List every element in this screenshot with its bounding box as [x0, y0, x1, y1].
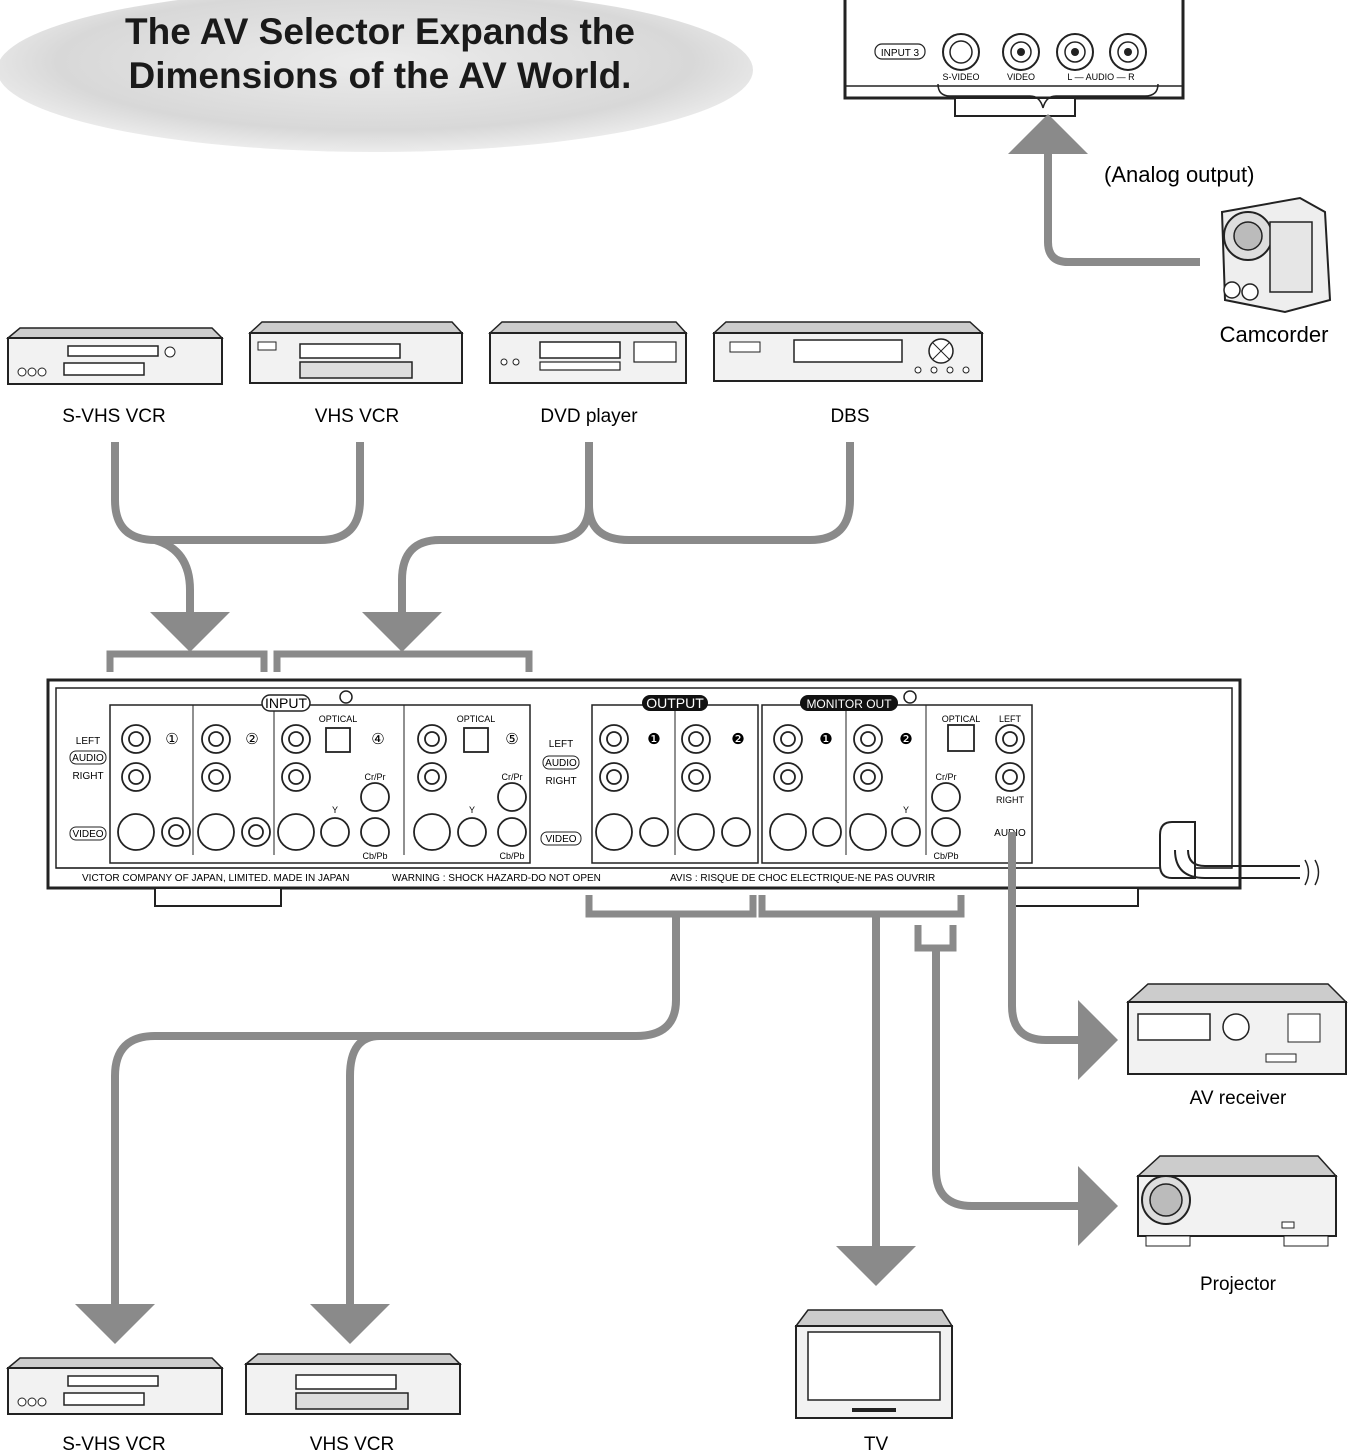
vhs-vcr-top-label: VHS VCR — [315, 406, 399, 427]
video-label: VIDEO — [72, 829, 103, 840]
monitor-out-bracket — [758, 895, 965, 918]
dvd-player-top-icon — [488, 321, 688, 384]
monitor-left-label: LEFT — [999, 714, 1022, 724]
video-jack-label: VIDEO — [1007, 72, 1035, 82]
right-audio-label-mid: RIGHT — [545, 776, 576, 787]
output-number-2: ❷ — [731, 730, 744, 748]
crpr-label-monitor: Cr/Pr — [936, 772, 957, 782]
camcorder-label: Camcorder — [1220, 322, 1329, 347]
right-audio-label: RIGHT — [72, 771, 103, 782]
svhs-vcr-top-label: S-VHS VCR — [62, 406, 165, 427]
y-label-monitor: Y — [903, 805, 909, 815]
crpr-label-5: Cr/Pr — [502, 772, 523, 782]
input-bracket-1-2 — [106, 650, 268, 672]
y-label-4: Y — [332, 805, 338, 815]
title-bubble — [0, 0, 753, 152]
av-receiver-label: AV receiver — [1190, 1088, 1287, 1109]
input-number-1: ① — [165, 730, 178, 748]
title-line-1: The AV Selector Expands the — [125, 11, 635, 52]
cbpb-label-monitor: Cb/Pb — [933, 851, 958, 861]
tv-label: TV — [864, 1434, 889, 1454]
dvd-dbs-input-cable — [398, 442, 854, 610]
svhs-vcr-bottom-icon — [5, 1357, 224, 1415]
projector-icon — [1136, 1155, 1338, 1247]
dbs-receiver-top-icon — [712, 321, 984, 382]
projector-label: Projector — [1200, 1274, 1277, 1295]
tv-icon — [794, 1309, 954, 1419]
vhs-vcr-bottom-icon — [243, 1353, 462, 1415]
monitor-right-label: RIGHT — [996, 795, 1025, 805]
camcorder-input-panel: INPUT 3 S-VIDEO VIDEO L — AUDIO — R — [843, 0, 1185, 117]
output-number-1: ❶ — [647, 730, 660, 748]
optical-out-bracket — [914, 925, 957, 952]
optical-label-monitor: OPTICAL — [942, 714, 981, 724]
input-number-4: ④ — [371, 730, 384, 748]
svhs-vcr-top-icon — [5, 327, 224, 385]
left-audio-label: LEFT — [76, 736, 100, 747]
audio-label-mid: AUDIO — [545, 758, 577, 769]
title-line-2: Dimensions of the AV World. — [128, 55, 632, 96]
left-audio-label-mid: LEFT — [549, 739, 573, 750]
monitor-out-badge: MONITOR OUT — [806, 697, 892, 711]
svhs-vcr-bottom-label: S-VHS VCR — [62, 1434, 165, 1454]
monitor-number-1: ❶ — [819, 730, 832, 748]
cbpb-label-4: Cb/Pb — [362, 851, 387, 861]
optical-label-5: OPTICAL — [457, 714, 496, 724]
footer-maker: VICTOR COMPANY OF JAPAN, LIMITED. MADE I… — [82, 873, 349, 884]
output-bracket — [585, 895, 757, 918]
svideo-jack-label: S-VIDEO — [942, 72, 979, 82]
camcorder-icon — [1220, 196, 1332, 314]
crpr-label-4: Cr/Pr — [365, 772, 386, 782]
receiver-cable — [1008, 832, 1118, 1080]
footer-avis: AVIS : RISQUE DE CHOC ELECTRIQUE-NE PAS … — [670, 873, 935, 884]
av-selector-rear-panel: INPUT OUTPUT MONITOR OUT LEFT AUDIO RIGH… — [46, 678, 1320, 907]
audio-label: AUDIO — [72, 753, 104, 764]
video-label-mid: VIDEO — [545, 834, 576, 845]
vhs-vcr-top-icon — [248, 321, 464, 384]
svhs-vhs-input-cable — [111, 442, 364, 625]
vhs-vcr-bottom-label: VHS VCR — [310, 1434, 394, 1454]
page-title: The AV Selector Expands the Dimensions o… — [80, 10, 680, 98]
input-badge: INPUT — [265, 695, 307, 711]
optical-label-4: OPTICAL — [319, 714, 358, 724]
output-cable — [111, 914, 680, 1310]
cbpb-label-5: Cb/Pb — [499, 851, 524, 861]
projector-cable — [932, 948, 1118, 1246]
input-bracket-4-5 — [273, 650, 533, 672]
av-receiver-icon — [1126, 983, 1348, 1075]
input-number-5: ⑤ — [505, 730, 518, 748]
input3-label: INPUT 3 — [881, 48, 920, 59]
monitor-number-2: ❷ — [899, 730, 912, 748]
footer-warning: WARNING : SHOCK HAZARD-DO NOT OPEN — [392, 873, 601, 884]
output-badge: OUTPUT — [646, 695, 704, 711]
dbs-label: DBS — [830, 406, 869, 427]
audio-jack-label: L — AUDIO — R — [1067, 72, 1135, 82]
analog-output-label: (Analog output) — [1104, 162, 1254, 187]
camcorder-cable — [1008, 114, 1200, 266]
y-label-5: Y — [469, 805, 475, 815]
dvd-player-label: DVD player — [540, 406, 638, 427]
input-number-2: ② — [245, 730, 258, 748]
